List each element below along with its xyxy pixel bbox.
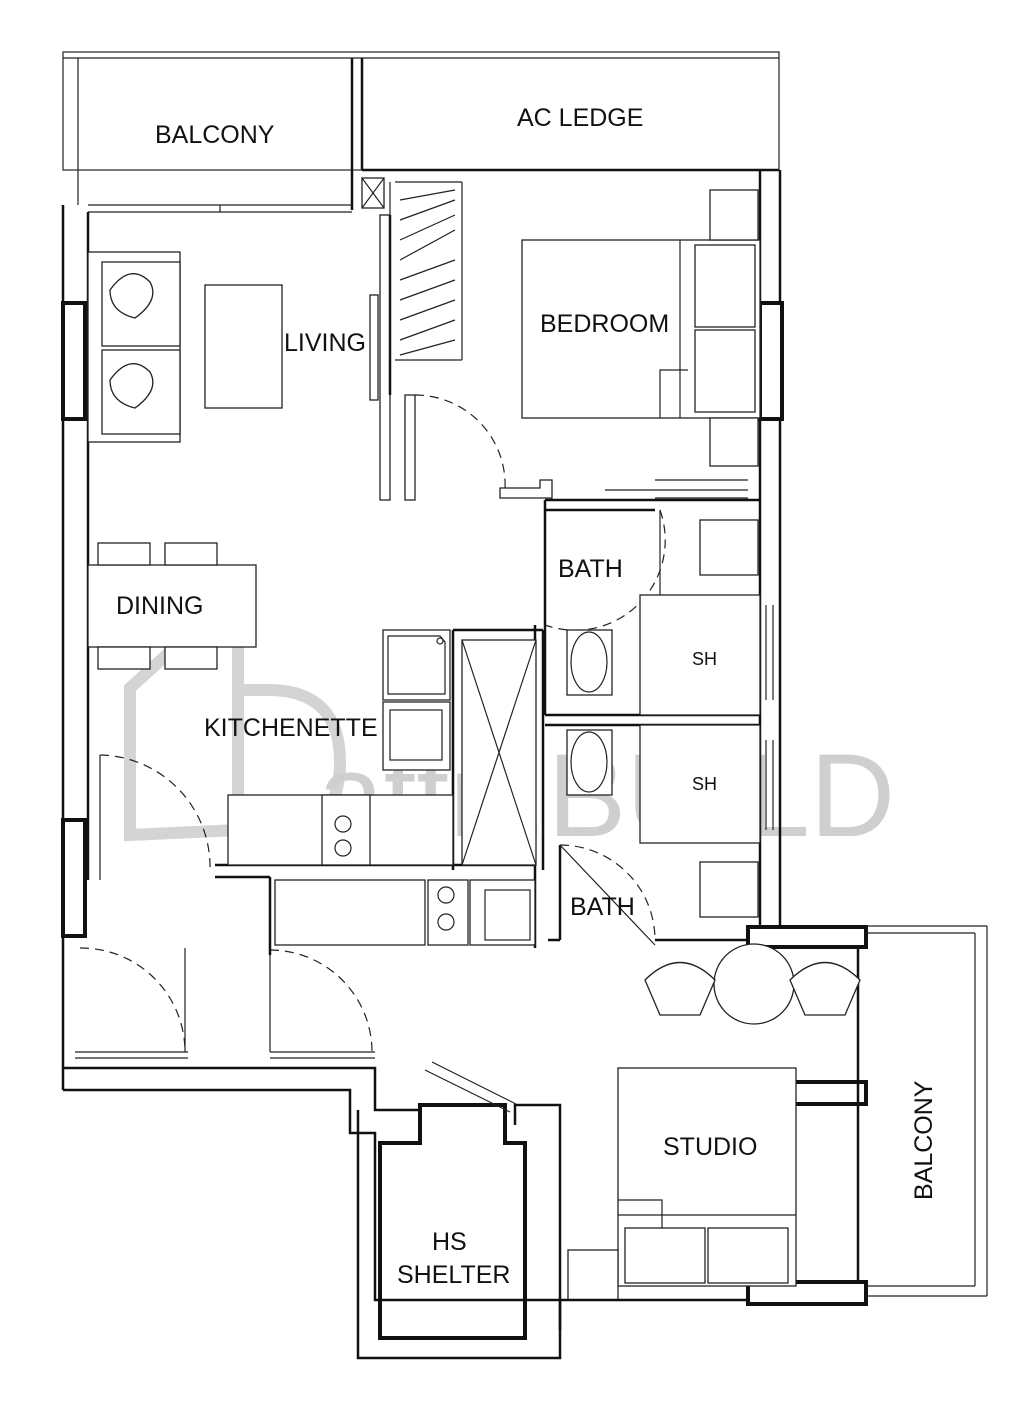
sh-2-label: SH <box>692 774 717 794</box>
studio-area <box>560 925 988 1306</box>
living-label: LIVING <box>284 329 366 357</box>
dining-label: DINING <box>116 592 204 620</box>
bath-2-label: BATH <box>570 893 635 921</box>
hs-shelter <box>356 1061 562 1360</box>
bath-1-label: BATH <box>558 555 623 583</box>
balcony-right-label: BALCONY <box>910 1080 938 1200</box>
kitchen-fixtures <box>227 629 537 946</box>
dining-furniture <box>87 542 257 670</box>
top-balcony-structure <box>62 51 780 213</box>
wardrobe-hatching <box>399 189 456 356</box>
room-labels: BALCONY AC LEDGE LIVING BEDROOM DINING B… <box>116 104 938 1289</box>
studio-label: STUDIO <box>663 1133 757 1161</box>
bedroom-furniture <box>399 189 761 467</box>
exterior-walls <box>61 170 784 940</box>
living-furniture <box>87 251 283 443</box>
bedroom-label: BEDROOM <box>540 310 669 338</box>
balcony-top-label: BALCONY <box>155 121 275 149</box>
kitchenette-label: KITCHENETTE <box>204 714 378 742</box>
ac-ledge-label: AC LEDGE <box>517 104 643 132</box>
shelter-label: SHELTER <box>397 1261 510 1289</box>
sh-1-label: SH <box>692 649 717 669</box>
hs-label: HS <box>432 1228 467 1256</box>
bath-fixtures <box>566 519 761 918</box>
